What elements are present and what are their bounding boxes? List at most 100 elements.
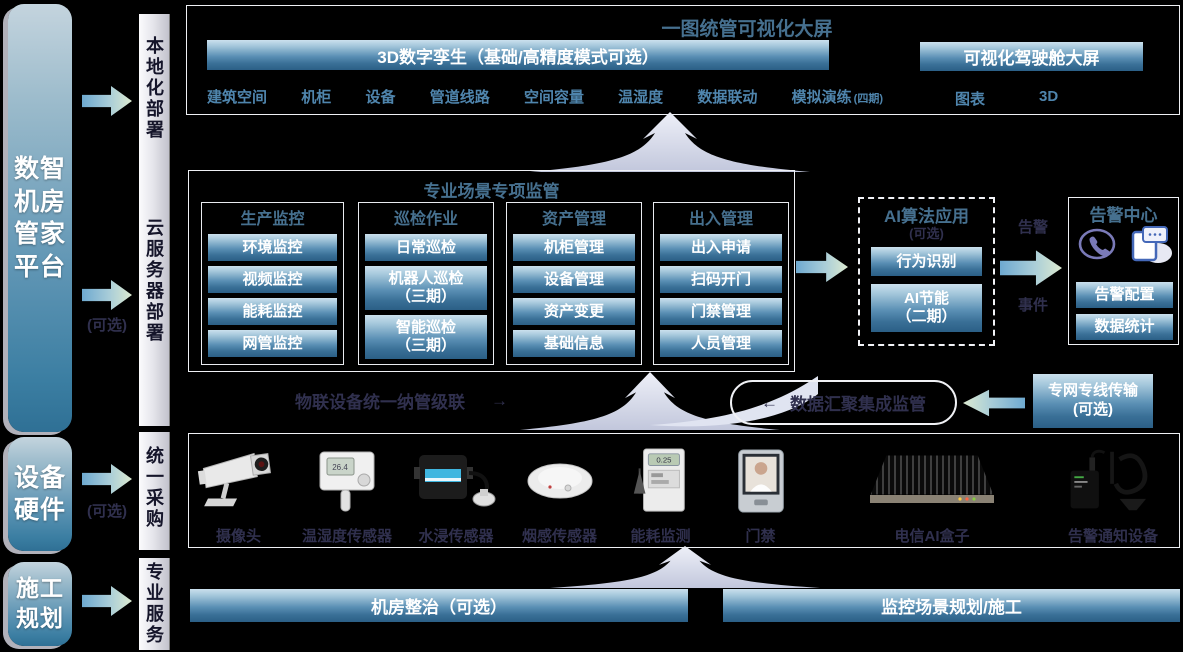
- svg-text:0.25: 0.25: [656, 455, 671, 464]
- cockpit-feature-3d: 3D: [1039, 88, 1059, 105]
- device-label: 温湿度传感器: [301, 528, 392, 545]
- up-arrow-icon: [530, 112, 810, 172]
- ai-panel: AI算法应用 (可选) 行为识别 AI节能 （二期）: [858, 197, 995, 346]
- feature-pipeline: 管道线路: [429, 89, 490, 106]
- professional-ribbon: 专业服务: [139, 558, 169, 650]
- device-smoke-sensor: 烟感传感器: [507, 438, 612, 546]
- column-access-management: 出入管理 出入申请 扫码开门 门禁管理 人员管理: [653, 202, 789, 365]
- robot-inspection-button: 机器人巡检 （三期）: [365, 266, 487, 310]
- device-camera: 摄像头: [191, 438, 286, 546]
- up-arrow-icon: [550, 546, 820, 588]
- platform-optional-label: (可选): [87, 317, 127, 334]
- door-control-button: 门禁管理: [660, 298, 782, 325]
- construction-title: 施工 规划: [16, 575, 64, 631]
- device-label: 告警通知设备: [1067, 528, 1158, 545]
- video-monitoring-button: 视频监控: [208, 266, 337, 293]
- cockpit-feature-charts: 图表: [955, 91, 986, 108]
- arrow-construction-service-icon: [82, 586, 132, 616]
- phone-icon: [1078, 228, 1116, 260]
- personnel-management-button: 人员管理: [660, 330, 782, 357]
- env-monitoring-button: 环境监控: [208, 234, 337, 261]
- camera-icon: [197, 452, 271, 506]
- column-production-monitoring: 生产监控 环境监控 视频监控 能耗监控 网管监控: [201, 202, 344, 365]
- device-label: 门禁: [745, 528, 776, 545]
- column-header: 资产管理: [541, 211, 606, 228]
- alert-center-panel: 告警中心 告警配置 数据统计: [1068, 197, 1179, 345]
- cloud-deploy-label: 云服务器部署: [144, 218, 164, 344]
- energy-monitoring-button: 能耗监控: [208, 298, 337, 325]
- device-panel: 摄像头 26.4 温湿度传感器 水浸传感器: [188, 433, 1180, 548]
- column-header: 生产监控: [240, 211, 305, 228]
- column-asset-management: 资产管理 机柜管理 设备管理 资产变更 基础信息: [506, 202, 642, 365]
- feature-simulation-phase: (四期): [853, 93, 883, 105]
- arrow-scene-to-ai-icon: [796, 252, 848, 282]
- device-management-button: 设备管理: [513, 266, 635, 293]
- feature-building-space: 建筑空间: [207, 89, 268, 106]
- scan-open-button: 扫码开门: [660, 266, 782, 293]
- alert-center-title: 告警中心: [1089, 206, 1158, 225]
- device-label: 烟感传感器: [521, 528, 597, 545]
- digital-twin-bar: 3D数字孪生（基础/高精度模式可选）: [207, 40, 829, 70]
- visualization-title: 一图统管可视化大屏: [661, 19, 833, 40]
- hardware-title: 设备 硬件: [13, 463, 66, 525]
- door-access-icon: [737, 448, 784, 513]
- device-energy-meter: 0.25 能耗监测: [613, 438, 708, 546]
- behavior-recognition-button: 行为识别: [871, 247, 982, 276]
- up-arrow-icon: [520, 372, 780, 430]
- svg-text:26.4: 26.4: [332, 463, 348, 472]
- local-deploy-label: 本地化部署: [144, 36, 164, 141]
- arrow-platform-cloud-icon: [82, 280, 132, 310]
- network-monitoring-button: 网管监控: [208, 330, 337, 357]
- right-arrow-glyph: →: [491, 390, 508, 410]
- feature-temp-humidity: 温湿度: [618, 89, 664, 106]
- platform-box: 数智 机房 管家 平台: [8, 4, 72, 432]
- procurement-ribbon: 统一采购: [139, 432, 169, 550]
- arrow-platform-local-icon: [82, 86, 132, 116]
- feature-cabinet: 机柜: [301, 89, 332, 106]
- scene-planning-bar: 监控场景规划/施工: [723, 589, 1180, 622]
- column-header: 巡检作业: [393, 211, 458, 228]
- smoke-sensor-icon: [527, 463, 592, 498]
- feature-simulation: 模拟演练(四期): [791, 89, 883, 106]
- private-line-box: 专网专线传输 (可选): [1033, 374, 1153, 428]
- twin-feature-row: 建筑空间 机柜 设备 管道线路 空间容量 温湿度 数据联动 模拟演练(四期): [207, 86, 883, 107]
- feature-equipment: 设备: [365, 89, 396, 106]
- swoosh-decoration-icon: [650, 376, 818, 427]
- water-sensor-icon: [414, 454, 496, 506]
- device-water-sensor: 水浸传感器: [401, 438, 511, 546]
- device-label: 能耗监测: [630, 528, 691, 545]
- temp-humidity-sensor-icon: 26.4: [319, 451, 375, 511]
- device-temp-humidity: 26.4 温湿度传感器: [292, 438, 402, 546]
- hardware-optional-label: (可选): [87, 503, 127, 520]
- device-alarm-notifier: 告警通知设备: [1047, 438, 1179, 546]
- iot-unify-label: 物联设备统一纳管级联 →: [295, 388, 508, 413]
- device-label: 电信AI盒子: [894, 528, 970, 545]
- event-flow-label: 事件: [1017, 297, 1048, 314]
- feature-data-linkage: 数据联动: [697, 89, 758, 106]
- platform-title: 数智 机房 管家 平台: [13, 155, 66, 281]
- visualization-panel: 一图统管可视化大屏 3D数字孪生（基础/高精度模式可选） 可视化驾驶舱大屏 建筑…: [186, 5, 1180, 115]
- column-header: 出入管理: [688, 211, 753, 228]
- basic-info-button: 基础信息: [513, 330, 635, 357]
- asset-change-button: 资产变更: [513, 298, 635, 325]
- left-arrow-glyph: ←: [761, 392, 778, 412]
- device-door-access: 门禁: [713, 438, 808, 546]
- alert-config-button: 告警配置: [1076, 282, 1173, 308]
- room-renovation-bar: 机房整治（可选）: [190, 589, 688, 622]
- ai-energy-saving-button: AI节能 （二期）: [871, 284, 982, 332]
- device-label: 水浸传感器: [418, 528, 494, 545]
- deploy-ribbon: 本地化部署 云服务器部署: [139, 14, 169, 426]
- cockpit-bar: 可视化驾驶舱大屏: [920, 42, 1143, 71]
- device-ai-box: 电信AI盒子: [857, 438, 1007, 546]
- procurement-label: 统一采购: [144, 446, 164, 530]
- ai-optional-label: (可选): [909, 226, 944, 241]
- data-statistics-button: 数据统计: [1076, 314, 1173, 340]
- construction-box: 施工 规划: [8, 562, 72, 646]
- iot-unify-text: 物联设备统一纳管级联: [295, 393, 465, 412]
- professional-label: 专业服务: [144, 562, 164, 646]
- data-aggregation-pill: ← 数据汇聚集成监管: [730, 380, 957, 425]
- alarm-notifier-icon: [1070, 449, 1148, 510]
- alert-flow-label: 告警: [1017, 219, 1048, 236]
- smart-inspection-button: 智能巡检 （三期）: [365, 315, 487, 359]
